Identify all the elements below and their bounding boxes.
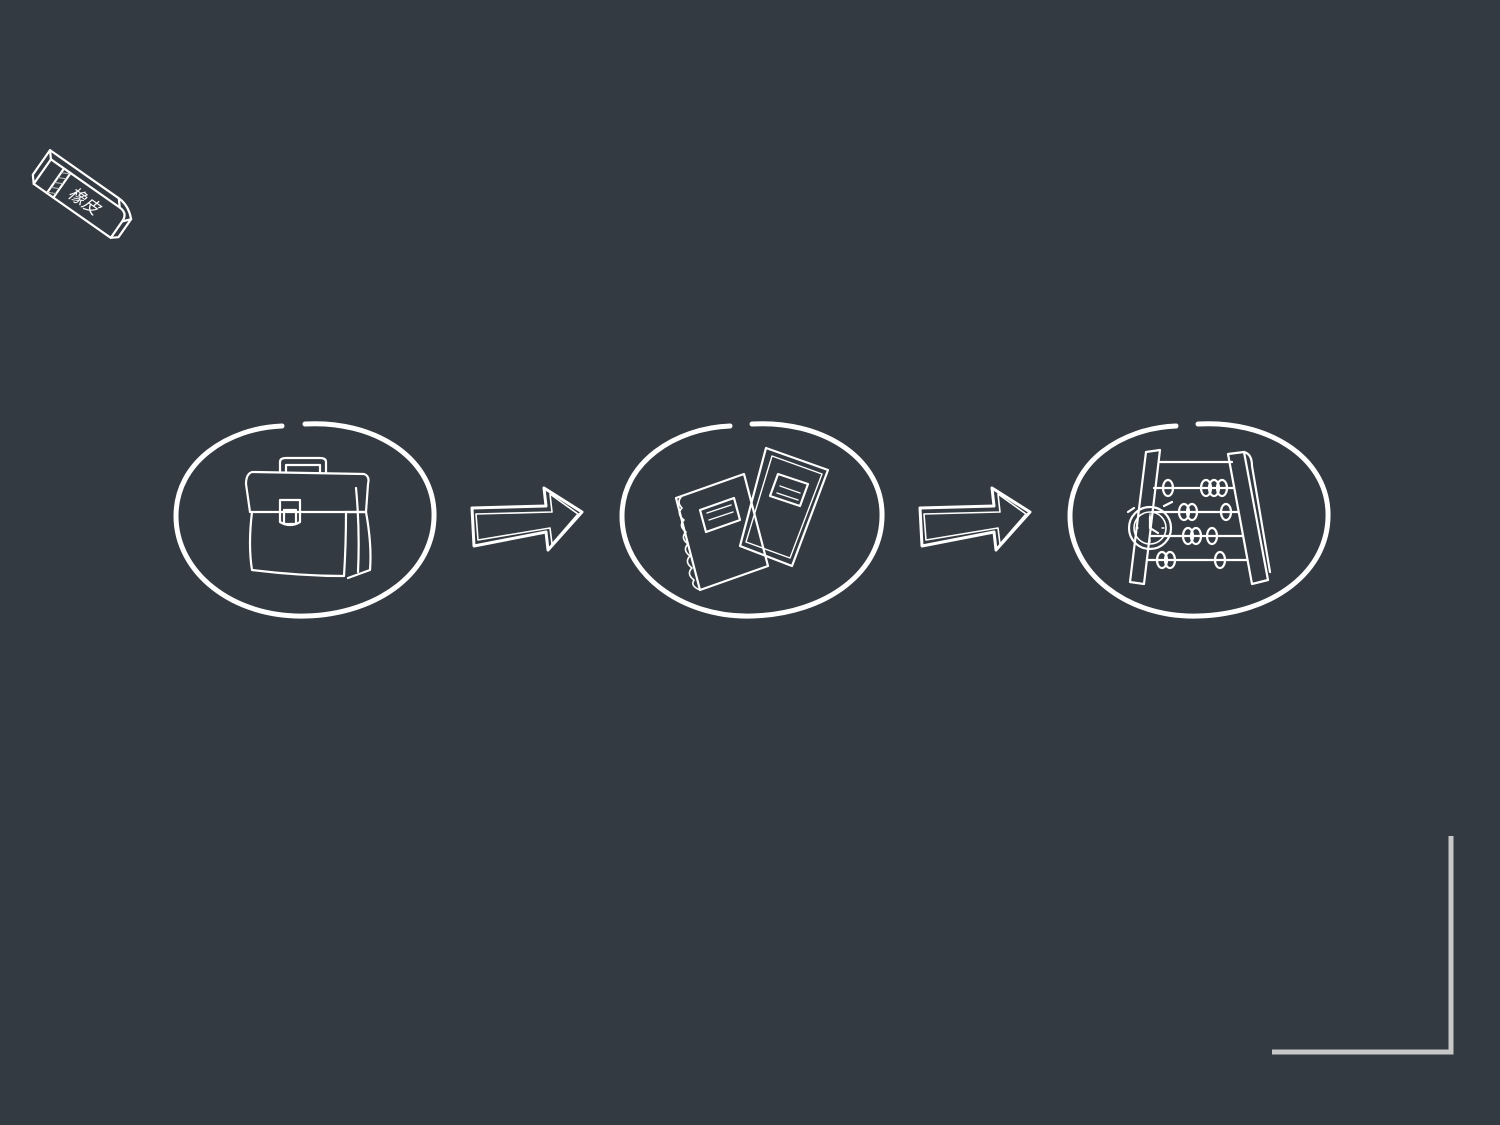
flow-step-briefcase: [173, 421, 437, 619]
corner-bracket: [1272, 836, 1454, 1055]
flow-step-notebooks: [619, 421, 885, 619]
abacus-clock-icon: [1126, 448, 1272, 586]
briefcase-icon: [244, 456, 372, 580]
notebooks-icon: [674, 446, 830, 592]
arrow-right-icon: [470, 486, 584, 552]
eraser-icon: 橡皮: [31, 149, 133, 239]
eraser-label: 橡皮: [64, 184, 105, 221]
flow-step-abacus: [1067, 421, 1331, 619]
arrow-right-icon: [918, 486, 1032, 552]
flow-arrow-2: [918, 486, 1032, 552]
flow-arrow-1: [470, 486, 584, 552]
